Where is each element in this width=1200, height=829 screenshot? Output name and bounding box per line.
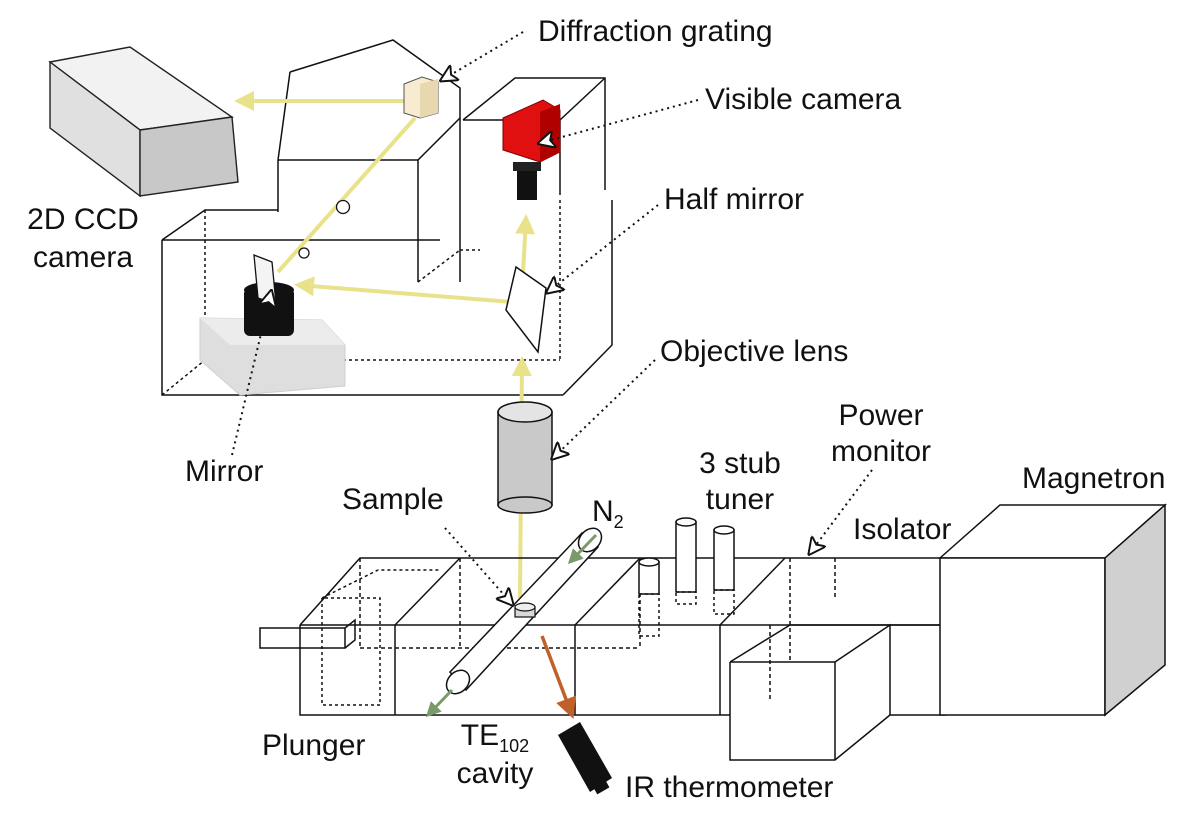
magnetron-label: Magnetron xyxy=(1022,462,1166,495)
te-label-main: TE xyxy=(460,719,500,752)
diffraction-grating-icon xyxy=(403,76,439,119)
ir-path-arrow xyxy=(540,635,576,719)
half-mirror-label: Half mirror xyxy=(664,183,804,216)
ccd-camera-label: 2D CCD camera xyxy=(22,204,144,273)
sample-icon xyxy=(514,602,536,618)
n2-label-main: N xyxy=(592,495,614,528)
ccd-camera-label-line1: 2D CCD xyxy=(27,203,139,236)
n2-label: N2 xyxy=(592,496,624,532)
isolator-label: Isolator xyxy=(853,513,952,546)
te102-label-line1: TE102 xyxy=(440,720,550,756)
leader-arrows xyxy=(231,31,873,604)
visible-camera-label: Visible camera xyxy=(705,83,902,116)
ir-thermometer-icon xyxy=(558,722,612,792)
relay-lens-small-icon xyxy=(298,247,310,259)
objective-lens-icon xyxy=(497,401,553,514)
visible-camera-icon xyxy=(502,99,561,200)
power-monitor-label-line1: Power xyxy=(838,399,924,432)
n2-inflow-arrow xyxy=(567,533,598,565)
diffraction-grating-label: Diffraction grating xyxy=(538,15,773,48)
power-monitor-label: Power monitor xyxy=(818,400,944,467)
ir-thermometer-label: IR thermometer xyxy=(625,771,834,804)
objective-lens-label: Objective lens xyxy=(660,335,849,368)
stub-tuner-label-line2: tuner xyxy=(705,482,775,516)
upper-housing xyxy=(277,39,606,283)
stub-tuners xyxy=(638,517,735,637)
n2-label-subscript: 2 xyxy=(613,512,624,532)
te102-label-line2: cavity xyxy=(456,756,534,790)
magnetron-box xyxy=(938,503,1167,717)
stub-tuner-label: 3 stub tuner xyxy=(690,448,790,515)
ccd-camera-box xyxy=(48,46,239,198)
plunger-label: Plunger xyxy=(262,729,366,762)
mirror-label: Mirror xyxy=(185,455,264,488)
mirror-stand xyxy=(199,254,346,396)
ccd-camera-label-line2: camera xyxy=(32,240,134,274)
relay-lens-icon xyxy=(335,199,351,215)
half-mirror-icon xyxy=(505,265,547,354)
stub-tuner-label-line1: 3 stub xyxy=(699,447,781,480)
te-label-subscript: 102 xyxy=(499,736,530,756)
n2-outflow-arrow xyxy=(425,688,454,718)
sample-label: Sample xyxy=(342,483,444,516)
waveguide xyxy=(259,557,945,716)
isolator-box xyxy=(729,558,946,761)
power-monitor-label-line2: monitor xyxy=(830,434,932,468)
te102-cavity-label: TE102 cavity xyxy=(440,720,550,789)
